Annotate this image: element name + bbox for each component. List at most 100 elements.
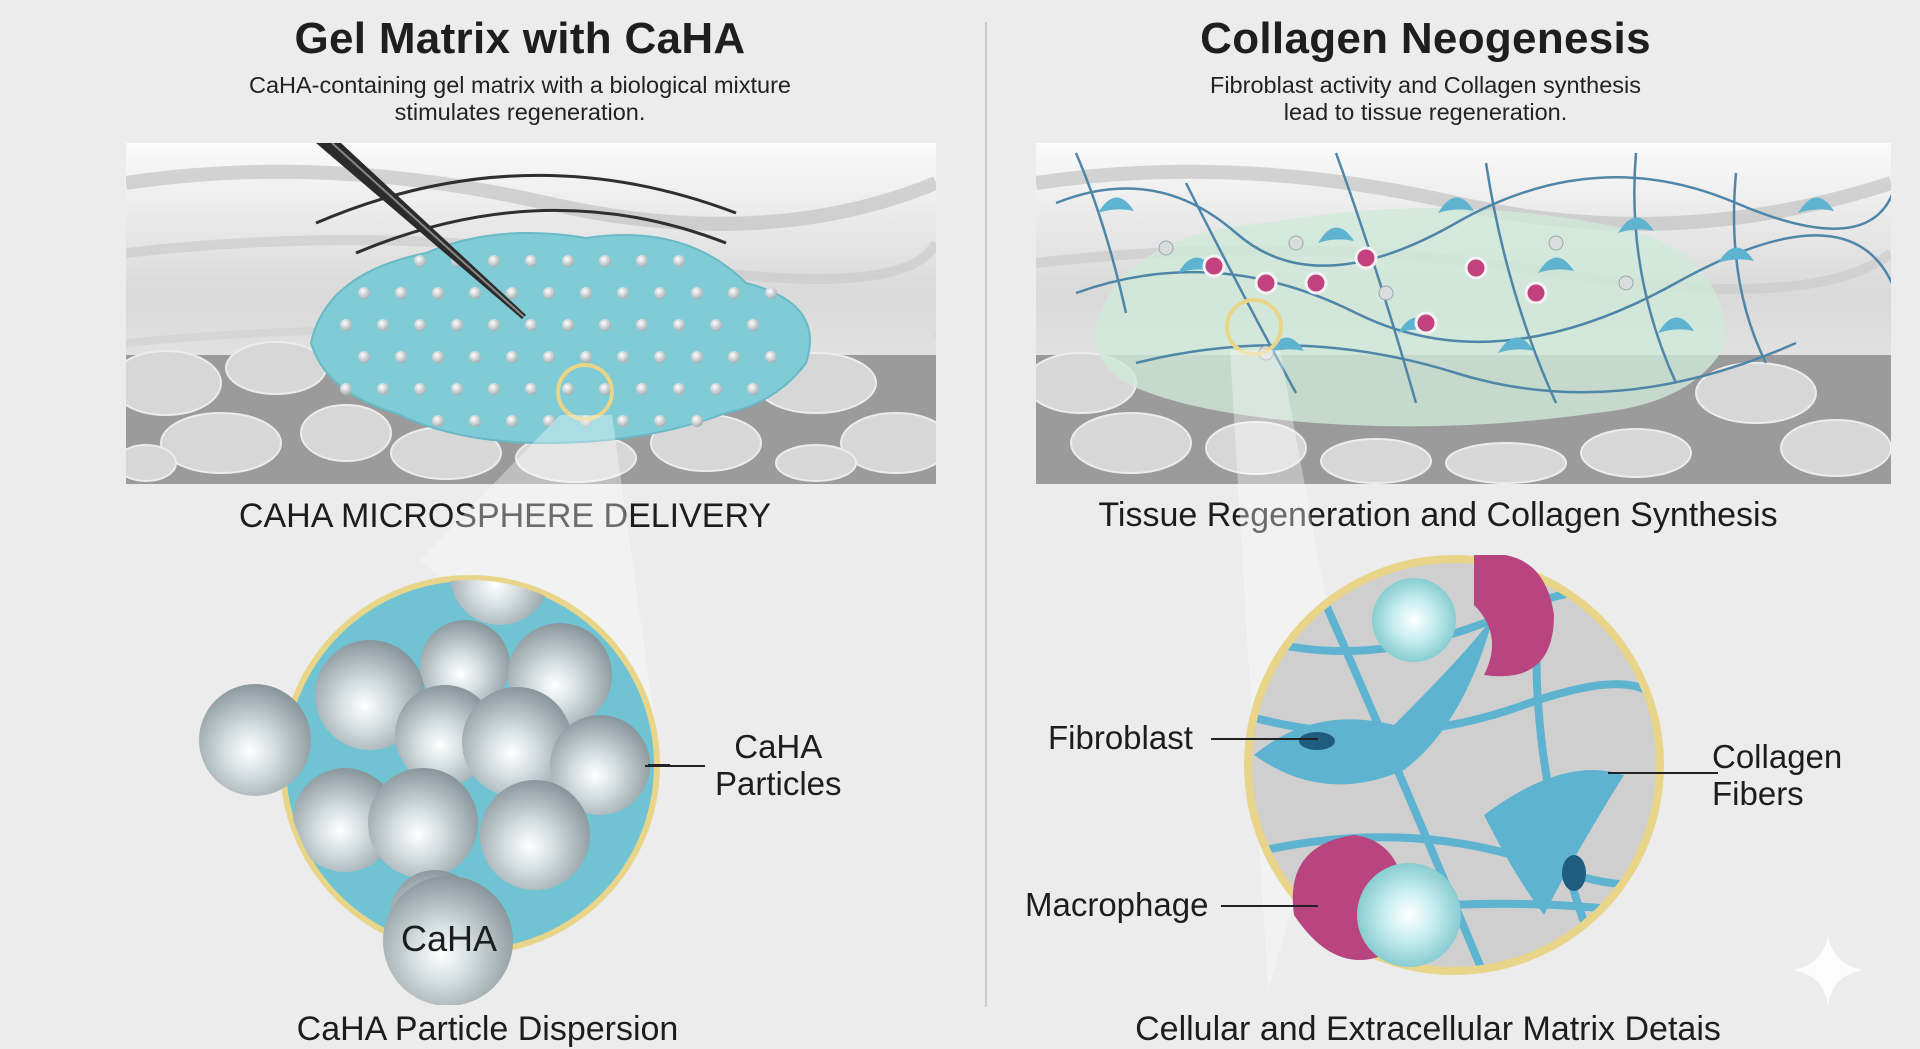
- gel-particle: [432, 351, 444, 363]
- fibroblast-cell-small: [1268, 337, 1304, 353]
- gel-particle: [654, 351, 666, 363]
- gel-particle: [488, 319, 500, 331]
- gel-particle: [469, 415, 481, 427]
- gel-particle: [506, 415, 518, 427]
- gel-particle: [617, 415, 629, 427]
- gel-particle: [506, 351, 518, 363]
- gel-particle: [543, 287, 555, 299]
- left-title: Gel Matrix with CaHA: [294, 14, 746, 63]
- gel-particle: [617, 287, 629, 299]
- gel-particle: [728, 351, 740, 363]
- gel-particle: [673, 255, 685, 267]
- sparkle-icon: [1793, 935, 1863, 1005]
- gel-particle: [617, 351, 629, 363]
- caha-particles-label-line-1: CaHA: [734, 728, 823, 765]
- gel-pool: [309, 232, 811, 445]
- macrophage-cell: [1464, 256, 1488, 280]
- gel-particle: [432, 287, 444, 299]
- macrophage-cell: [1524, 281, 1548, 305]
- gel-particle: [340, 319, 352, 331]
- gel-particle: [580, 351, 592, 363]
- fibroblast-cell-small: [1798, 197, 1834, 213]
- gel-particle: [636, 255, 648, 267]
- gel-particle: [395, 351, 407, 363]
- fibroblast-cell-small: [1538, 257, 1574, 273]
- regeneration-zone: [1095, 208, 1726, 427]
- gel-particle: [525, 383, 537, 395]
- gel-particle: [525, 319, 537, 331]
- gel-particle: [747, 383, 759, 395]
- left-bottom-caption: CaHA Particle Dispersion: [296, 1010, 679, 1048]
- left-subtitle-line-1: CaHA-containing gel matrix with a biolog…: [248, 72, 792, 98]
- gel-particle: [636, 319, 648, 331]
- gel-particle: [340, 383, 352, 395]
- caha-particle: [1618, 275, 1634, 291]
- fibroblast-cell-small: [1498, 337, 1534, 353]
- gel-particle: [432, 415, 444, 427]
- caha-sphere-label: CaHA: [401, 918, 498, 959]
- collagen-fibers-label-line-2: Fibers: [1712, 775, 1804, 812]
- collagen-fiber: [1184, 182, 1298, 394]
- fibroblast-cell-small: [1658, 317, 1694, 333]
- gel-particle: [747, 319, 759, 331]
- collagen-fiber: [1334, 152, 1418, 404]
- gel-particle: [506, 287, 518, 299]
- caha-callout-line: [645, 765, 705, 767]
- gel-particle: [358, 287, 370, 299]
- gel-particle: [543, 351, 555, 363]
- gel-particle: [599, 383, 611, 395]
- gel-particle: [654, 287, 666, 299]
- gel-particle: [673, 383, 685, 395]
- gel-particle: [451, 319, 463, 331]
- right-callout-lines: [1211, 738, 1718, 907]
- gel-particle: [673, 319, 685, 331]
- macrophage-sphere-top: [1372, 578, 1456, 662]
- caha-sphere: [199, 684, 311, 796]
- caha-particles-label-line-2: Particles: [715, 765, 842, 802]
- right-bottom-caption: Cellular and Extracellular Matrix Detais: [1135, 1010, 1721, 1048]
- macrophage-label: Macrophage: [1025, 886, 1209, 923]
- right-subtitle-line-2: lead to tissue regeneration.: [1283, 99, 1568, 125]
- gel-particle: [543, 415, 555, 427]
- collagen-fiber: [1633, 152, 1678, 384]
- gel-particle: [691, 351, 703, 363]
- macrophage-cell: [1254, 271, 1278, 295]
- panel-divider: [985, 22, 987, 1007]
- gel-particle: [710, 319, 722, 331]
- left-subtitle-line-2: stimulates regeneration.: [394, 99, 646, 125]
- macrophage-cell: [1354, 246, 1378, 270]
- gel-particle: [395, 287, 407, 299]
- fibroblast-label: Fibroblast: [1048, 719, 1193, 756]
- zoom-ring-right: [1225, 298, 1283, 356]
- right-subtitle-line-1: Fibroblast activity and Collagen synthes…: [1209, 72, 1642, 98]
- fibroblast-cell-small: [1618, 217, 1654, 233]
- gel-particle: [377, 383, 389, 395]
- gel-particle: [488, 383, 500, 395]
- gel-particle: [525, 255, 537, 267]
- gel-particle: [728, 287, 740, 299]
- collagen-fiber: [1074, 152, 1128, 314]
- gel-particle: [358, 351, 370, 363]
- collagen-fiber: [1732, 172, 1768, 364]
- gel-particle: [599, 319, 611, 331]
- gel-particle: [488, 255, 500, 267]
- collagen-fibers-label-line-1: Collagen: [1712, 738, 1843, 775]
- right-title: Collagen Neogenesis: [1200, 14, 1651, 63]
- caha-particle: [1548, 235, 1564, 251]
- gel-particle: [599, 255, 611, 267]
- gel-particle: [451, 383, 463, 395]
- fibroblast-cell-small: [1718, 247, 1754, 263]
- gel-particle: [469, 287, 481, 299]
- macrophage-cells: [1158, 235, 1634, 361]
- collagen-fibers-label: Collagen Fibers: [1712, 738, 1842, 812]
- gel-particle: [691, 415, 703, 427]
- caha-delivery-illustration: [126, 143, 936, 484]
- caha-particle: [1288, 235, 1304, 251]
- caha-particle: [1158, 240, 1174, 256]
- gel-particle: [691, 287, 703, 299]
- gel-particle: [765, 287, 777, 299]
- fibroblast-cell-small: [1098, 197, 1134, 213]
- macrophage-cell: [1414, 311, 1438, 335]
- caha-detail-illustration: [199, 575, 670, 1005]
- gel-particles: [340, 255, 777, 427]
